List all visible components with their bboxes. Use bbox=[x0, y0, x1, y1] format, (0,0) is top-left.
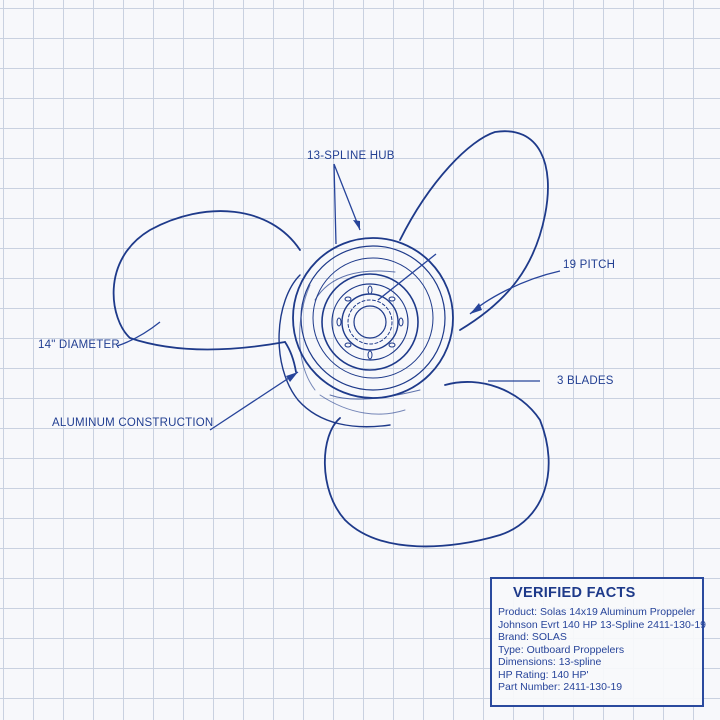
fact-line: Brand: SOLAS bbox=[498, 631, 567, 643]
fact-line: Part Number: 2411-130-19 bbox=[498, 681, 623, 693]
callout-construction: ALUMINUM CONSTRUCTION bbox=[52, 417, 214, 429]
hub-body bbox=[278, 274, 391, 428]
leader-diameter bbox=[116, 321, 161, 347]
fact-line: Dimensions: 13-spline bbox=[498, 656, 602, 668]
facts-list: Product: Solas 14x19 Aluminum Proppeler … bbox=[498, 606, 707, 694]
hub-ring-2 bbox=[300, 245, 446, 391]
leader-construction bbox=[209, 371, 299, 431]
callout-hub: 13-SPLINE HUB bbox=[307, 150, 395, 162]
hub-inner-swirl bbox=[314, 270, 421, 400]
fact-line: Johnson Evrt 140 HP 13-Spline 2411-130-1… bbox=[498, 618, 707, 631]
blade-left-rake-line bbox=[284, 341, 297, 373]
leader-hub-pointer bbox=[377, 253, 437, 301]
facts-title: VERIFIED FACTS bbox=[513, 585, 636, 601]
callout-blades: 3 BLADES bbox=[557, 375, 614, 387]
hub-ring-4 bbox=[321, 273, 419, 371]
hub-ring-6 bbox=[341, 293, 399, 351]
arrowhead-hub bbox=[353, 220, 360, 230]
arrowhead-pitch bbox=[470, 303, 482, 314]
blade-left bbox=[112, 210, 301, 351]
verified-facts-box: VERIFIED FACTS Product: Solas 14x19 Alum… bbox=[490, 577, 707, 707]
hub-shadow-lines bbox=[299, 284, 406, 415]
callout-diameter: 14" DIAMETER bbox=[38, 339, 120, 351]
arrowhead-construction bbox=[286, 372, 298, 382]
blade-upper-right bbox=[399, 130, 549, 331]
hub-ring-3 bbox=[312, 257, 434, 379]
fact-line: HP Rating: 140 HP' bbox=[498, 668, 589, 681]
callout-pitch: 19 PITCH bbox=[563, 259, 616, 271]
hub-ring-7 bbox=[353, 305, 387, 339]
fact-line: Type: Outboard Proppelers bbox=[498, 643, 625, 656]
hub-outer-ring bbox=[292, 237, 454, 399]
leader-pitch bbox=[469, 270, 561, 315]
hub-holes bbox=[336, 285, 404, 360]
blade-lower bbox=[323, 381, 550, 548]
hub-ring-5 bbox=[331, 283, 409, 361]
hub-splines bbox=[347, 299, 393, 345]
leader-hub bbox=[333, 163, 361, 245]
fact-line: Product: Solas 14x19 Aluminum Proppeler bbox=[498, 606, 696, 618]
